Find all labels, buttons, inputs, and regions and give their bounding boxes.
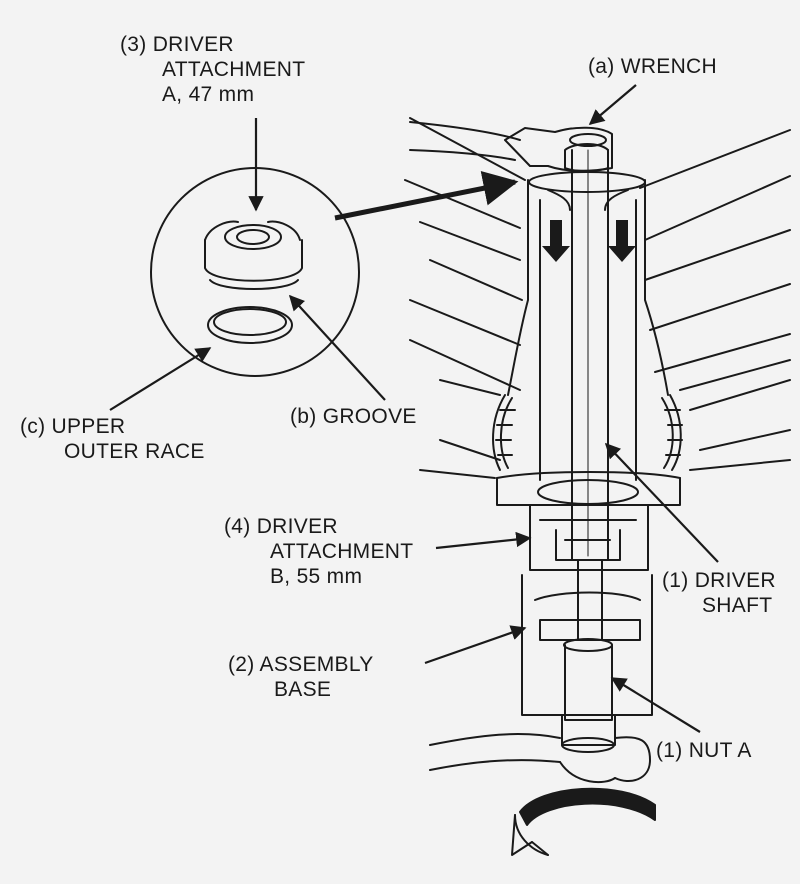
label-line: (3) DRIVER — [120, 33, 234, 56]
label-line: OUTER RACE — [64, 440, 205, 463]
label-line: (2) ASSEMBLY — [228, 653, 374, 676]
label-line: (1) NUT A — [656, 739, 752, 762]
label-line: BASE — [274, 678, 332, 701]
driver-attachment-b-body — [529, 504, 649, 571]
callout-attachment-b — [435, 531, 532, 550]
label-line: (1) DRIVER — [662, 569, 776, 592]
bellows — [492, 394, 683, 471]
label-driver-shaft: (1) DRIVER SHAFT — [662, 568, 776, 618]
nut-and-lower-wrench — [429, 714, 651, 784]
label-line: (4) DRIVER — [224, 515, 338, 538]
flange-plate — [496, 471, 681, 506]
label-line: A, 47 mm — [162, 83, 255, 106]
label-line: B, 55 mm — [270, 565, 363, 588]
label-line: ATTACHMENT — [162, 58, 306, 81]
callout-assembly-base — [424, 625, 527, 665]
body-panel-lines — [404, 117, 791, 479]
label-wrench: (a) WRENCH — [588, 54, 717, 79]
inset-link-arrow — [334, 171, 519, 221]
driver-shaft-body — [571, 149, 609, 641]
label-driver-attachment-a: (3) DRIVER ATTACHMENT A, 47 mm — [120, 32, 305, 107]
label-nut-a: (1) NUT A — [656, 738, 752, 763]
rotation-arrow — [511, 787, 656, 856]
label-line: (c) UPPER — [20, 415, 126, 438]
label-driver-attachment-b: (4) DRIVER ATTACHMENT B, 55 mm — [224, 514, 413, 589]
assembly-base-body — [521, 574, 653, 721]
upper-wrench — [409, 121, 613, 172]
label-upper-outer-race: (c) UPPER OUTER RACE — [20, 414, 205, 464]
label-line: ATTACHMENT — [270, 540, 414, 563]
label-assembly-base: (2) ASSEMBLY BASE — [228, 652, 374, 702]
label-line: SHAFT — [702, 594, 773, 617]
callout-upper-race — [109, 347, 212, 411]
callout-lines — [109, 84, 719, 733]
callout-driver-shaft — [604, 442, 719, 563]
callout-groove — [288, 294, 386, 401]
callout-wrench — [588, 84, 637, 125]
down-arrows — [542, 220, 636, 262]
label-line: (b) GROOVE — [290, 405, 417, 428]
label-line: (a) WRENCH — [588, 55, 717, 78]
label-groove: (b) GROOVE — [290, 404, 417, 429]
upper-housing — [507, 171, 669, 481]
callout-nut-a — [610, 677, 701, 733]
